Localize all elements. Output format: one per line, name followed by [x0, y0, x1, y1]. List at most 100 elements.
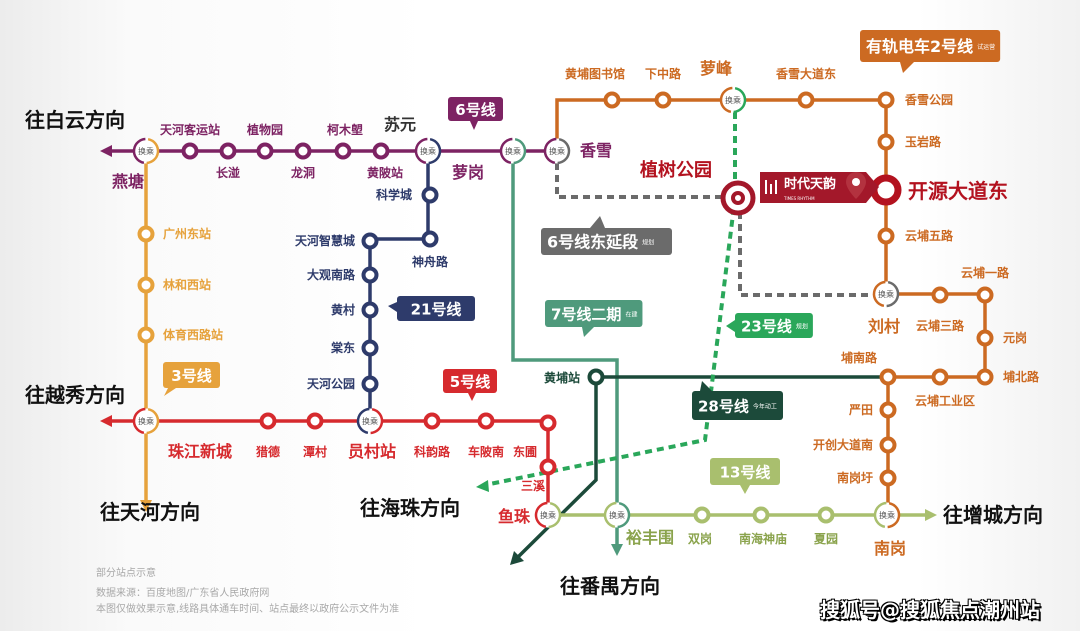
station-name: 科韵路	[414, 444, 451, 459]
station[interactable]: 棠东	[330, 339, 379, 357]
interchange-arrow-icon	[873, 501, 901, 529]
station-name: 东圃	[513, 444, 537, 459]
station[interactable]: 三溪	[521, 458, 557, 494]
station[interactable]: 香雪公园	[877, 91, 954, 109]
station[interactable]: 双岗	[688, 506, 712, 547]
station[interactable]: 神舟路	[412, 230, 449, 270]
direction-arrow-icon	[476, 480, 489, 492]
interchange-label: 换乘	[879, 510, 895, 520]
station[interactable]: 开创大道南	[813, 436, 897, 454]
station[interactable]: 科学城	[376, 186, 439, 204]
interchange-arrow-icon	[534, 501, 562, 529]
station[interactable]: 植物园	[246, 122, 283, 160]
station-name: 南海神庙	[739, 531, 787, 546]
station-name: 黄陂站	[367, 165, 403, 180]
interchange-station[interactable]: 换乘香雪	[543, 137, 612, 165]
interchange-arrow-icon	[543, 137, 571, 165]
station[interactable]: 潭村	[303, 412, 327, 460]
station[interactable]: 埔北路	[976, 368, 1041, 386]
station[interactable]: 柯木塱	[327, 122, 363, 160]
station-name: 柯木塱	[327, 122, 363, 137]
station[interactable]: 长湴	[216, 142, 240, 181]
station[interactable]: 云埔三路	[916, 286, 965, 334]
interchange-station[interactable]: 植树公园	[640, 159, 756, 216]
station-marker	[587, 368, 605, 386]
station[interactable]: 南岗圩	[837, 469, 897, 487]
line-status-note: 试运营	[977, 43, 995, 51]
station[interactable]: 林和西站	[137, 276, 212, 294]
station[interactable]: 大观南路	[307, 266, 379, 284]
line3-label-box: 3号线	[163, 362, 220, 396]
station[interactable]: 天河客运站	[160, 122, 220, 160]
station[interactable]: 夏园	[814, 506, 838, 547]
station-marker	[817, 506, 835, 524]
station-marker	[879, 469, 897, 487]
direction-haizhu: 往海珠方向	[360, 496, 460, 520]
station[interactable]: 云埔一路	[961, 265, 1010, 304]
watermark: 搜狐号@搜狐焦点潮州站	[820, 598, 1040, 622]
station[interactable]: 科韵路	[414, 412, 451, 460]
station-marker	[539, 414, 557, 432]
station[interactable]: 黄陂站	[367, 142, 403, 181]
line5-label-box: 5号线	[443, 369, 497, 401]
station[interactable]: 车陂南	[468, 412, 504, 460]
station-name: 云埔一路	[961, 265, 1010, 280]
line6-label-box: 6号线	[448, 97, 503, 130]
station-name: 严田	[848, 403, 873, 417]
station[interactable]: 龙洞	[291, 142, 315, 181]
station[interactable]: 猎德	[256, 412, 280, 460]
station[interactable]: 南海神庙	[739, 506, 787, 547]
station[interactable]: 黄村	[331, 301, 379, 319]
station-name: 南岗圩	[837, 470, 873, 485]
station-name: 天河智慧城	[295, 233, 355, 248]
location-pin-icon	[846, 172, 866, 199]
interchange-bg	[720, 87, 746, 113]
station[interactable]: 黄埔站	[544, 368, 605, 386]
station[interactable]: 广州东站	[137, 225, 212, 243]
interchange-station[interactable]: 开源大道东	[870, 174, 1008, 206]
project-name-en: TIMES RHYTHM	[783, 196, 815, 201]
station[interactable]: 香雪大道东	[775, 66, 836, 109]
line-name: 28号线	[698, 398, 749, 416]
station-marker	[654, 91, 672, 109]
station[interactable]: 下中路	[645, 66, 682, 109]
station-name: 天河公园	[307, 376, 355, 391]
station[interactable]: 黄埔图书馆	[565, 66, 625, 109]
station-name: 珠江新城	[168, 442, 232, 461]
station[interactable]: 东圃	[513, 414, 557, 460]
interchange-bg	[415, 138, 441, 164]
interchange-arrow-icon	[872, 280, 900, 308]
station-name: 双岗	[688, 532, 712, 546]
interchange-label: 换乘	[138, 146, 154, 156]
station[interactable]: 云埔五路	[877, 227, 955, 245]
station-marker	[931, 368, 949, 386]
station[interactable]: 玉岩路	[877, 133, 943, 151]
station[interactable]: 天河智慧城	[295, 232, 379, 250]
direction-tianhe: 往天河方向	[100, 500, 200, 524]
interchange-arrow-icon	[132, 137, 160, 165]
station-name: 龙洞	[291, 165, 315, 180]
station-name: 天河客运站	[160, 122, 220, 137]
station-marker	[877, 91, 895, 109]
station[interactable]: 云埔工业区	[915, 368, 975, 409]
station-name: 棠东	[330, 340, 355, 355]
direction-arrow-icon	[140, 500, 152, 512]
station[interactable]: 天河公园	[307, 375, 379, 393]
interchange-arrow-icon	[414, 137, 442, 165]
station[interactable]: 埔南路	[841, 350, 897, 386]
station-marker	[421, 230, 439, 248]
station[interactable]: 严田	[848, 401, 897, 419]
station[interactable]: 体育西路站	[137, 326, 224, 344]
station-marker	[219, 142, 237, 160]
station[interactable]: 元岗	[976, 329, 1028, 347]
